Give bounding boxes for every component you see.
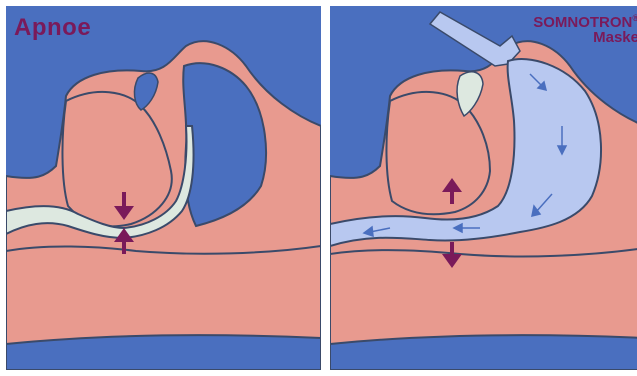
apnoe-title: Apnoe bbox=[14, 16, 91, 40]
apnoe-airway-illustration bbox=[6, 6, 321, 370]
bottom-region bbox=[6, 335, 321, 370]
mask-label: Maske bbox=[593, 30, 637, 45]
cpap-airway-illustration bbox=[330, 6, 637, 370]
mask-tube bbox=[430, 12, 520, 66]
brand-name: SOMNOTRON® bbox=[533, 14, 637, 30]
apnoe-panel: Apnoe bbox=[6, 6, 321, 370]
bottom-region bbox=[330, 335, 637, 370]
somnotron-panel: SOMNOTRON® Maske bbox=[330, 6, 637, 370]
